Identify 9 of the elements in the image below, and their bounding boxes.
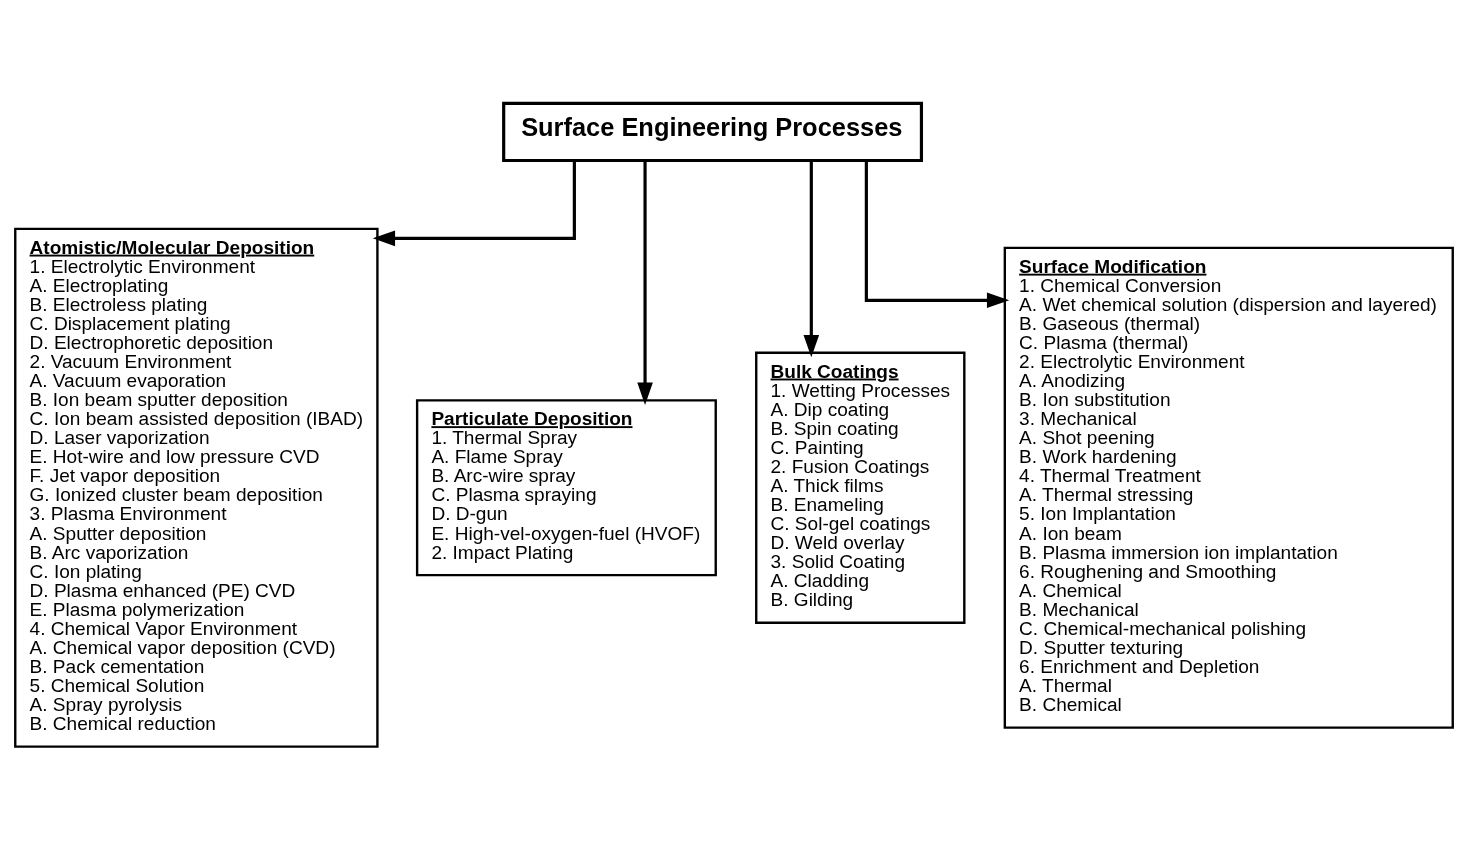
node-box: Bulk Coatings 1. Wetting Processes A. Dip coating B. Spin coating C. Painting 2. Fusion Coatings A. Thick films B. Enameling C. Sol-gel coatings D. Weld overlay 3. Solid Coating A. Cladding B. Gilding (755, 351, 966, 624)
node-box: Particulate Deposition 1. Thermal Spray A. Flame Spray B. Arc-wire spray C. Plasma spraying D. D-gun E. High-vel-oxygen-fuel (HVOF) 2. Impact Plating (415, 398, 717, 576)
arrow (372, 160, 576, 246)
arrow (864, 160, 1010, 308)
node-box: Atomistic/Molecular Deposition 1. Electrolytic Environment A. Electroplating B. Electroless plating C. Displacement plating D. Electrophoretic deposition 2. Vacuum Environment A. Vacuum evaporation B. Ion beam sputter deposition C. Ion beam assisted deposition (IBAD) D. Laser vaporization E. Hot-wire and low pressure CVD F. Jet vapor deposition G. Ionized cluster beam deposition 3. Plasma Environment A. Sputter deposition B. Arc vaporization C. Ion plating D. Plasma enhanced (PE) CVD E. Plasma polymerization 4. Chemical Vapor Environment A. Chemical vapor deposition (CVD) B. Pack cementation 5. Chemical Solution A. Spray pyrolysis B. Chemical reduction (14, 227, 379, 748)
arrow (637, 160, 653, 405)
arrow (803, 160, 820, 357)
node-box: Surface Engineering Processes (502, 101, 923, 162)
node-box: Surface Modification 1. Chemical Conversion A. Wet chemical solution (dispersion and layered) B. Gaseous (thermal) C. Plasma (thermal) 2. Electrolytic Environment A. Anodizing B. Ion substitution 3. Mechanical A. Shot peening B. Work hardening 4. Thermal Treatment A. Thermal stressing 5. Ion Implantation A. Ion beam B. Plasma immersion ion implantation 6. Roughening and Smoothing A. Chemical B. Mechanical C. Chemical-mechanical polishing D. Sputter texturing 6. Enrichment and Depletion A. Thermal B. Chemical (1003, 246, 1454, 729)
